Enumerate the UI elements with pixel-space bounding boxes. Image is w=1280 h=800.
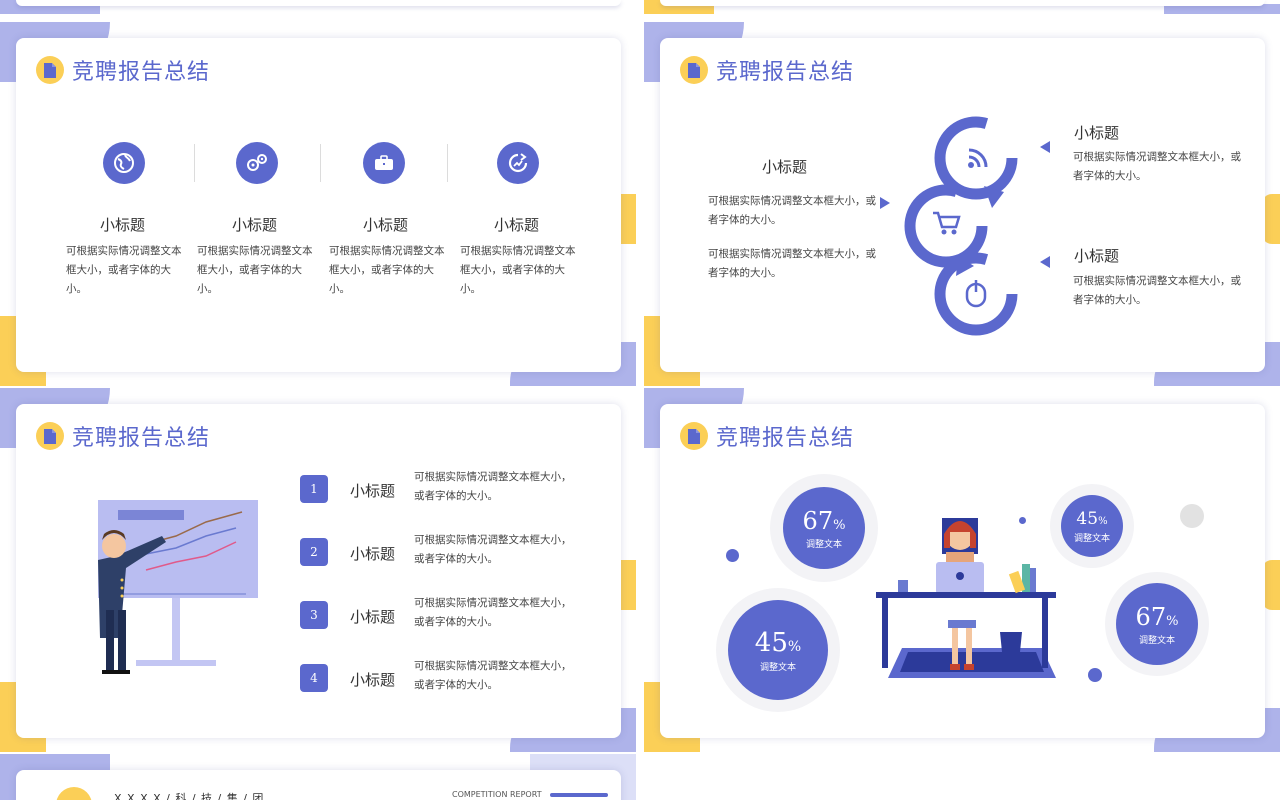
stat-unit: % [1098, 515, 1108, 527]
arrow-left-icon [1040, 256, 1050, 268]
right-bottom-heading: 小标题 [1074, 247, 1120, 265]
slide-2[interactable]: 竞聘报告总结 小标题 可根据实际情况调整文本框大小，或者字体的大小。 可根据实际… [644, 22, 1280, 386]
slide-header: 竞聘报告总结 [680, 420, 854, 452]
page-title: 竞聘报告总结 [72, 60, 211, 85]
slide-card: 竞聘报告总结 小标题 小标题 小标题 小标题 可根据实际情况调整文本框大小，或者… [16, 38, 621, 372]
item-body: 可根据实际情况调整文本框大小，或者字体的大小。 [329, 245, 445, 295]
stat-circle: 67% 调整文本 [770, 474, 878, 582]
stat-label: 调整文本 [1073, 533, 1110, 544]
item-heading: 小标题 [350, 482, 396, 500]
divider [447, 144, 448, 182]
chart-refresh-icon [497, 142, 539, 184]
slide-top-left-partial[interactable] [0, 0, 636, 14]
right-bottom-body: 可根据实际情况调整文本框大小，或者字体的大小。 [1073, 275, 1241, 306]
number-badge: 1 [300, 475, 328, 503]
document-icon [680, 56, 708, 84]
arrow-right-icon [880, 197, 890, 209]
yellow-shape [1262, 560, 1280, 610]
page-title: 竞聘报告总结 [72, 426, 211, 451]
report-label: COMPETITION REPORT [452, 790, 542, 799]
stat-label: 调整文本 [805, 539, 842, 550]
slide-header: 竞聘报告总结 [36, 54, 210, 86]
page-title: 竞聘报告总结 [716, 60, 855, 85]
dot [1019, 517, 1026, 524]
item-body: 可根据实际情况调整文本框大小，或者字体的大小。 [460, 245, 576, 295]
item-body: 可根据实际情况调整文本框大小，或者字体的大小。 [414, 534, 572, 565]
stat-circle: 67% 调整文本 [1105, 572, 1209, 676]
cart-icon [932, 210, 962, 240]
slide-card: 竞聘报告总结 小标题 可根据实际情况调整文本框大小，或者字体的大小。 可根据实际… [660, 38, 1265, 372]
mouse-icon [965, 280, 987, 312]
desk-illustration [876, 518, 1056, 678]
stat-value: 45 [1076, 508, 1099, 529]
gears-icon [236, 142, 278, 184]
stat-value: 67 [1135, 602, 1167, 631]
document-icon [36, 422, 64, 450]
slide-header: 竞聘报告总结 [36, 420, 210, 452]
slide-card: 竞聘报告总结 67% 调整文本 45% 调整文本 45% 调整文本 67% 调整… [660, 404, 1265, 738]
left-body: 可根据实际情况调整文本框大小，或者字体的大小。 [708, 248, 876, 279]
item-heading: 小标题 [232, 216, 278, 234]
stat-label: 调整文本 [1138, 635, 1175, 646]
slide-3[interactable]: 竞聘报告总结 1 2 3 4 小标题 小标题 [0, 388, 636, 752]
item-body: 可根据实际情况调整文本框大小，或者字体的大小。 [414, 471, 572, 502]
item-heading: 小标题 [350, 608, 396, 626]
dot [1088, 668, 1102, 682]
stat-unit: % [833, 517, 846, 533]
stat-value: 45 [754, 627, 788, 658]
yellow-circle [56, 787, 92, 800]
number-badge: 4 [300, 664, 328, 692]
left-heading: 小标题 [762, 158, 808, 176]
slide-5-partial[interactable]: X X X X / 科 / 技 / 集 / 团 COMPETITION REPO… [0, 754, 636, 800]
slide-card: X X X X / 科 / 技 / 集 / 团 COMPETITION REPO… [16, 770, 621, 800]
number-badge: 2 [300, 538, 328, 566]
document-icon [36, 56, 64, 84]
slide-1[interactable]: 竞聘报告总结 小标题 小标题 小标题 小标题 可根据实际情况调整文本框大小，或者… [0, 22, 636, 386]
stat-label: 调整文本 [759, 662, 796, 673]
item-body: 可根据实际情况调整文本框大小，或者字体的大小。 [414, 660, 572, 691]
progress-bar [550, 793, 608, 797]
item-body: 可根据实际情况调整文本框大小，或者字体的大小。 [197, 245, 313, 295]
page-title: 竞聘报告总结 [716, 426, 855, 451]
stat-value: 67 [802, 506, 834, 535]
stat-unit: % [1166, 613, 1179, 629]
wifi-icon [966, 144, 992, 174]
divider [320, 144, 321, 182]
item-body: 可根据实际情况调整文本框大小，或者字体的大小。 [66, 245, 182, 295]
left-body: 可根据实际情况调整文本框大小，或者字体的大小。 [708, 195, 876, 226]
slide-card: 竞聘报告总结 1 2 3 4 小标题 小标题 [16, 404, 621, 738]
company-name: X X X X / 科 / 技 / 集 / 团 [114, 792, 265, 800]
item-heading: 小标题 [350, 671, 396, 689]
right-top-heading: 小标题 [1074, 124, 1120, 142]
globe-icon [103, 142, 145, 184]
item-body: 可根据实际情况调整文本框大小，或者字体的大小。 [414, 597, 572, 628]
cycle-diagram [904, 116, 1018, 336]
stat-circle: 45% 调整文本 [716, 588, 840, 712]
number-badge: 3 [300, 601, 328, 629]
slide-4[interactable]: 竞聘报告总结 67% 调整文本 45% 调整文本 45% 调整文本 67% 调整… [644, 388, 1280, 752]
dot [726, 549, 739, 562]
stat-circle: 45% 调整文本 [1050, 484, 1134, 568]
stat-unit: % [787, 638, 802, 655]
divider [194, 144, 195, 182]
item-heading: 小标题 [363, 216, 409, 234]
item-heading: 小标题 [494, 216, 540, 234]
right-top-body: 可根据实际情况调整文本框大小，或者字体的大小。 [1073, 151, 1241, 182]
dot [1180, 504, 1204, 528]
slide-top-right-partial[interactable] [644, 0, 1280, 14]
card-bottom-edge [660, 0, 1265, 6]
presenter-illustration [98, 500, 258, 674]
item-heading: 小标题 [350, 545, 396, 563]
card-bottom-edge [16, 0, 621, 6]
slide-header: 竞聘报告总结 [680, 54, 854, 86]
lavender-shape [1164, 4, 1280, 14]
document-icon [680, 422, 708, 450]
yellow-shape [1262, 194, 1280, 244]
item-heading: 小标题 [100, 216, 146, 234]
briefcase-icon [363, 142, 405, 184]
arrow-left-icon [1040, 141, 1050, 153]
